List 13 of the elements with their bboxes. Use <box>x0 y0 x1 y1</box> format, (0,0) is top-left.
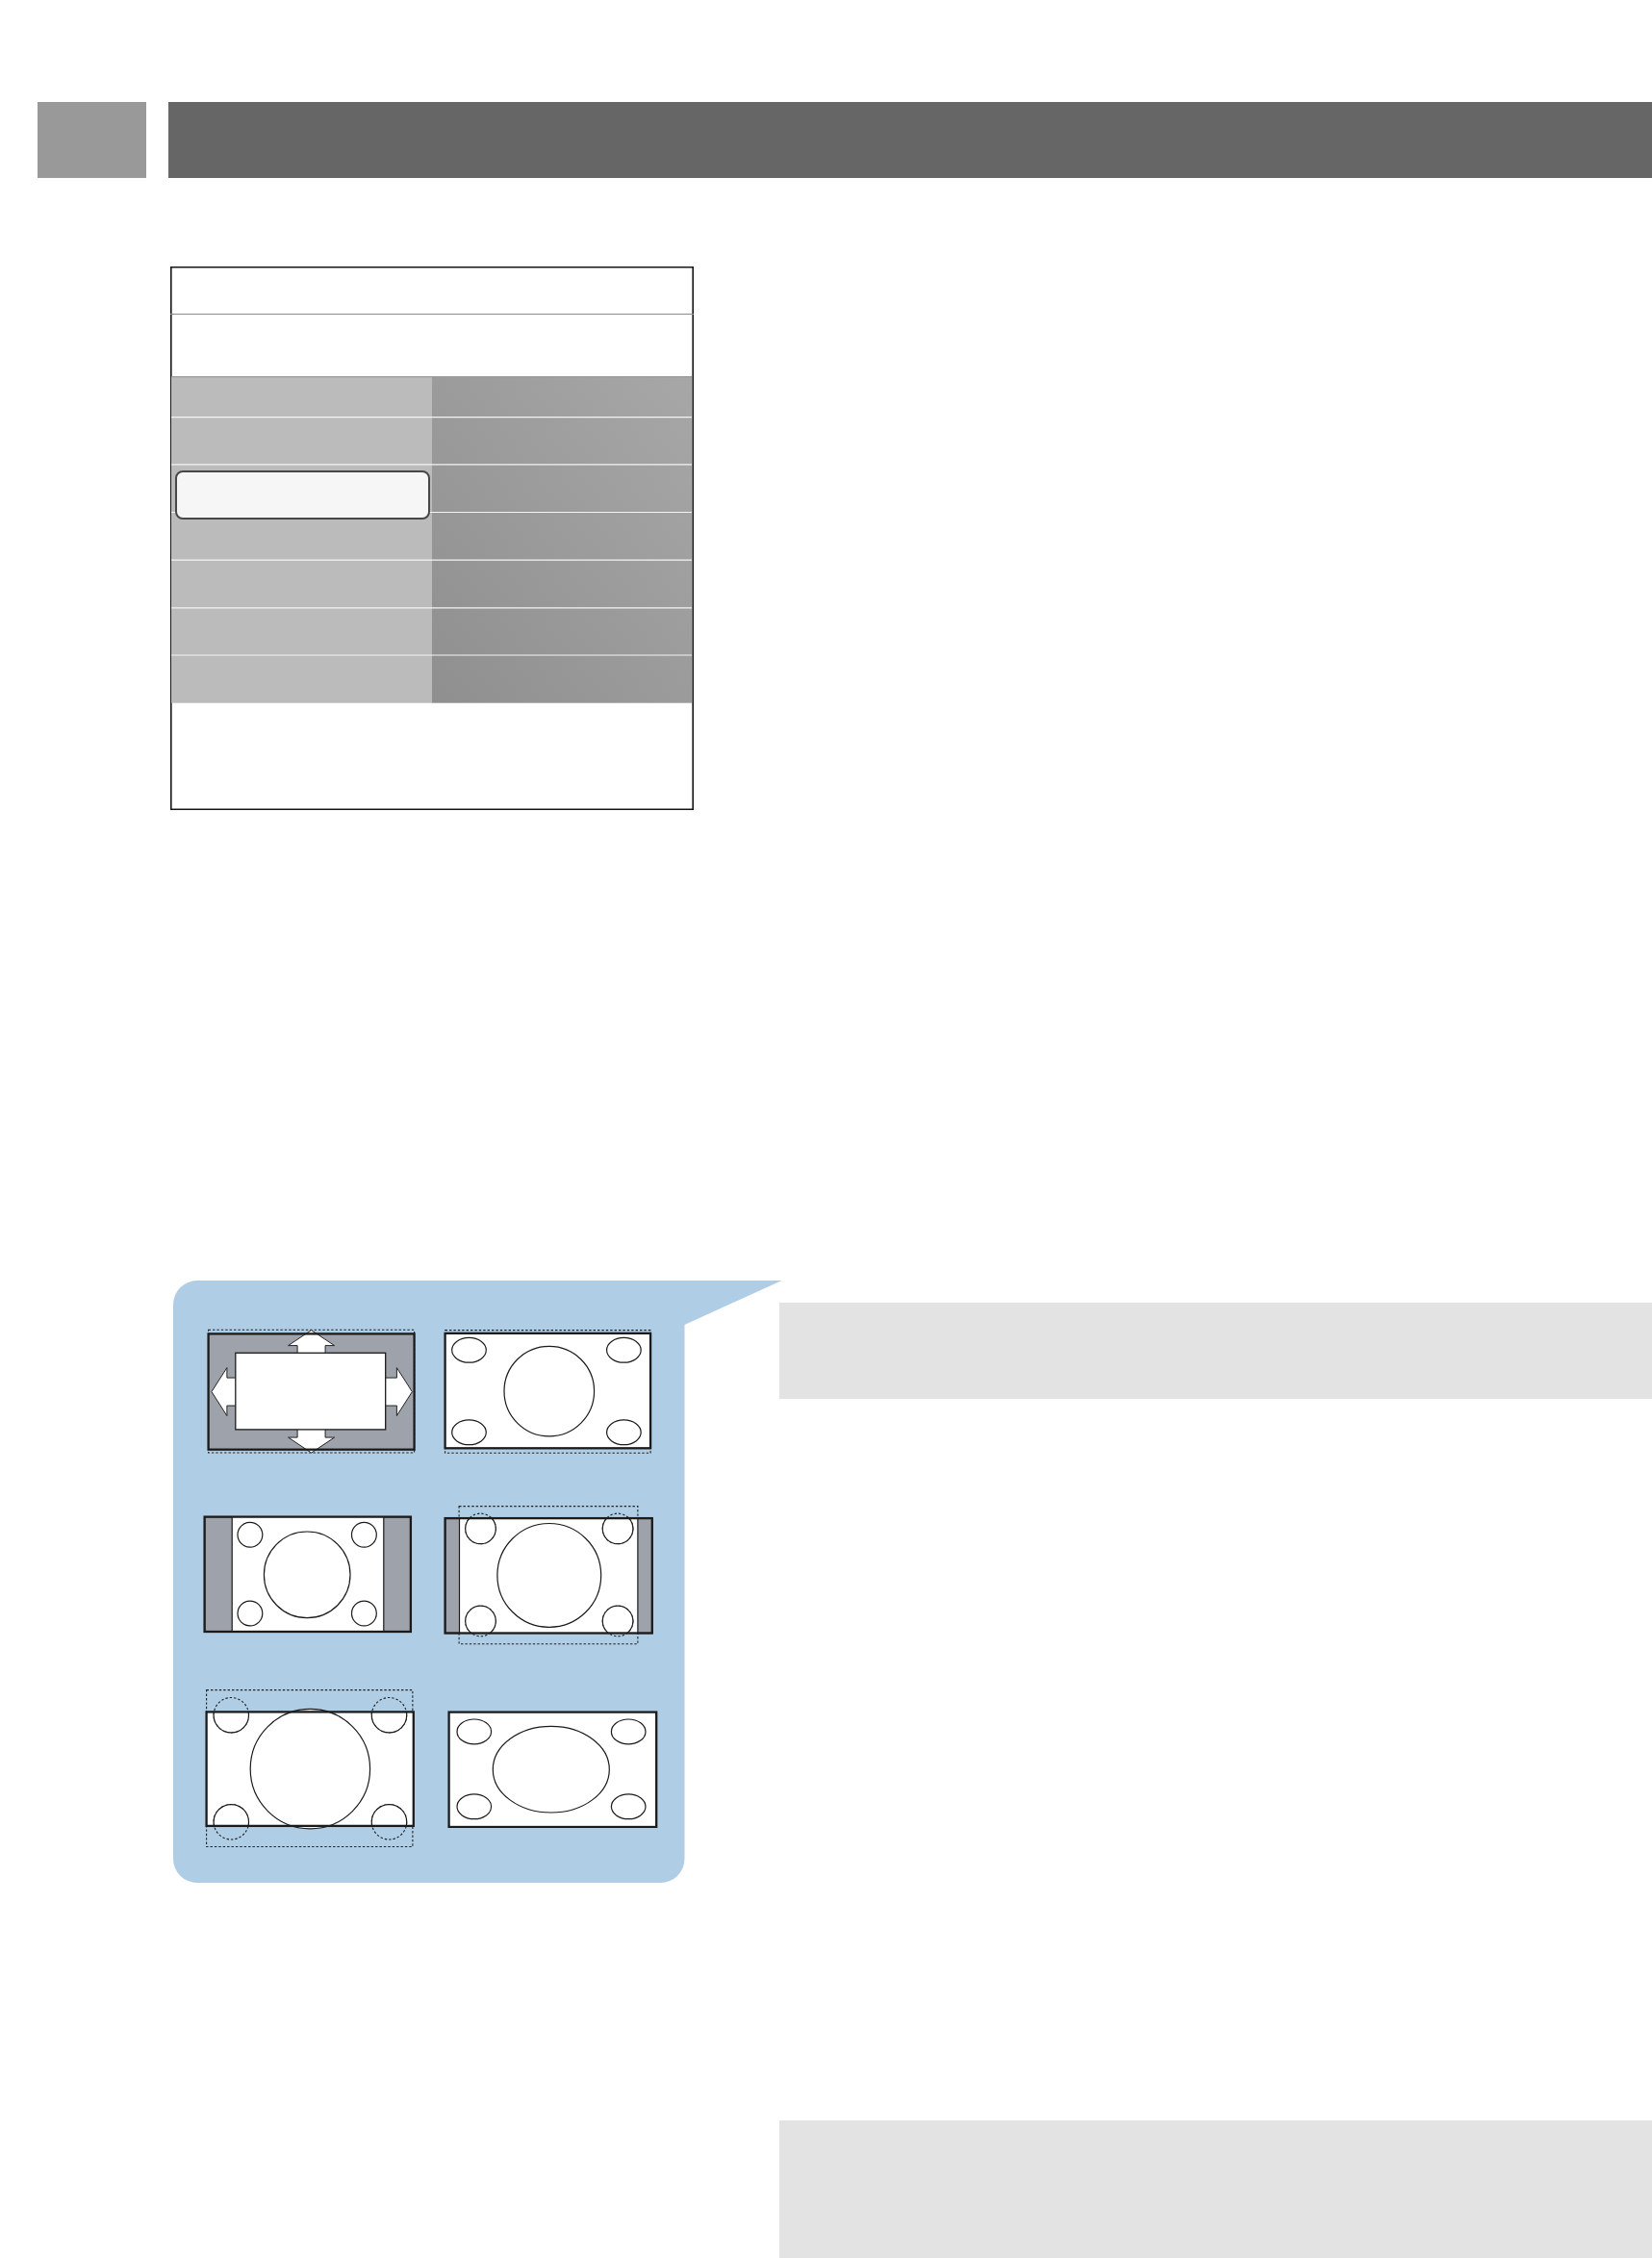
shaded-panel <box>779 1302 1652 1399</box>
shaded-panel <box>779 2119 1652 2258</box>
header-band <box>168 102 1652 179</box>
highlighted-menu-item <box>175 469 430 520</box>
screen-format-illustration <box>205 1687 416 1848</box>
callout-panel <box>173 1281 782 1883</box>
screen-format-illustration <box>203 1515 413 1634</box>
screen-format-illustration <box>206 1327 416 1456</box>
screen-format-illustration <box>444 1329 653 1456</box>
header-tab <box>38 102 146 179</box>
menu-panel <box>169 266 694 810</box>
screen-format-illustration <box>447 1710 658 1829</box>
screen-format-illustration <box>444 1504 654 1646</box>
